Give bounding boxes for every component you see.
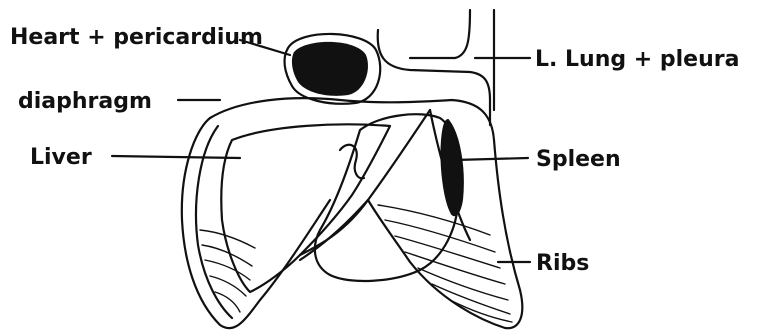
label-diaphragm: diaphragm (18, 89, 152, 114)
heart-shape (285, 34, 381, 104)
leader-spleen (455, 158, 528, 160)
ribs-left (200, 230, 255, 312)
ribs-right (378, 205, 512, 322)
stomach-shape (315, 114, 460, 281)
label-ribs: Ribs (536, 251, 589, 276)
label-lung: L. Lung + pleura (535, 47, 739, 72)
diaphragm-outline (182, 98, 522, 328)
leader-liver (112, 156, 240, 158)
label-liver: Liver (30, 145, 92, 170)
label-heart: Heart + pericardium (10, 25, 263, 50)
liver-shape (221, 124, 390, 292)
label-spleen: Spleen (536, 147, 621, 172)
